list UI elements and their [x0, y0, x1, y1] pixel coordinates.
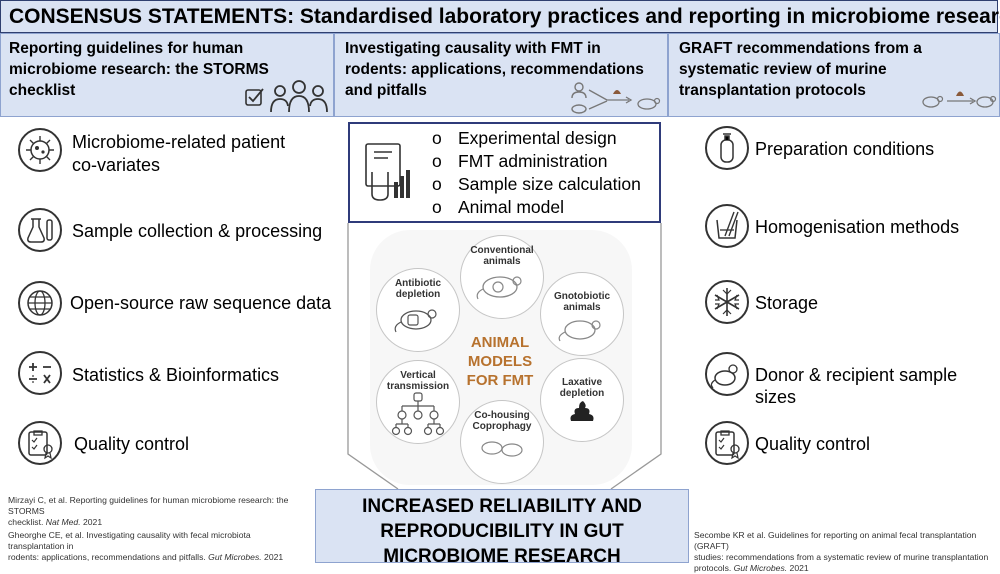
model-gnotobiotic-animals: Gnotobiotic animals	[540, 272, 624, 356]
bullet-2-label: FMT administration	[458, 151, 608, 171]
reference-line: rodents: applications, recommendations a…	[8, 552, 308, 563]
reference-year: 2021	[264, 552, 284, 562]
bullet-marker: o	[432, 174, 442, 194]
right-item-1-label: Preparation conditions	[755, 139, 935, 159]
model-conventional-animals: Conventional animals	[460, 235, 544, 319]
left-item-1-line2: co-variates	[72, 155, 161, 175]
bullet-marker: o	[432, 151, 442, 171]
lab-flask-icon	[18, 208, 62, 252]
right-item-2-label: Homogenisation methods	[755, 217, 960, 237]
title-bar: CONSENSUS STATEMENTS: Standardised labor…	[0, 0, 1000, 33]
math-operators-icon-graphic	[29, 363, 51, 384]
mouse-icon-graphic	[710, 364, 738, 389]
reference-storms: Mirzayi C, et al. Reporting guidelines f…	[8, 495, 308, 528]
reference-line: protocols. Gut Microbes. 2021	[694, 563, 998, 574]
certificate-clipboard-icon	[705, 421, 749, 465]
lab-flask-icon-graphic	[27, 218, 53, 243]
model-label: Conventional animals	[470, 245, 534, 267]
left-item-1-line1: Microbiome-related patient	[72, 132, 286, 152]
gas-cylinder-icon	[705, 126, 749, 170]
left-item-3-label: Open-source raw sequence data	[70, 293, 332, 313]
model-cohousing-coprophagy: Co-housing Coprophagy	[460, 400, 544, 484]
left-item-2-label: Sample collection & processing	[72, 221, 323, 241]
fmt-transfer-icon	[571, 82, 661, 114]
left-header-text: Reporting guidelines for human microbiom…	[9, 40, 269, 99]
globe-icon-graphic	[27, 290, 53, 316]
animal-models-center-label: ANIMAL MODELS FOR FMT	[466, 334, 534, 389]
reference-text: protocols.	[694, 563, 732, 573]
lab-report-icon	[365, 143, 410, 201]
model-label: Vertical transmission	[386, 370, 450, 392]
left-item-4-label: Statistics & Bioinformatics	[72, 365, 280, 385]
bullet-row-3: o Sample size calculation	[432, 174, 641, 195]
poop-icon	[570, 401, 594, 421]
reference-line: studies: recommendations from a systemat…	[694, 552, 989, 562]
microbe-icon	[18, 128, 62, 172]
mouse-icon	[394, 309, 437, 333]
microbe-icon-graphic	[26, 136, 54, 164]
model-label: Antibiotic depletion	[394, 278, 442, 300]
model-laxative-depletion: Laxative depletion	[540, 358, 624, 442]
right-column-header: GRAFT recommendations from a systematic …	[668, 33, 1000, 117]
mouse-icon	[476, 276, 522, 300]
reference-journal: Gut Microbes.	[733, 563, 788, 573]
reference-line: checklist. Nat Med. 2021	[8, 517, 308, 528]
left-column-header: Reporting guidelines for human microbiom…	[0, 33, 334, 117]
reference-line: Mirzayi C, et al. Reporting guidelines f…	[8, 495, 289, 516]
snowflake-icon-graphic	[714, 288, 740, 316]
right-item-4-line2: sizes	[755, 387, 797, 407]
mouse-icon	[558, 320, 601, 342]
bullet-1-label: Experimental design	[458, 128, 617, 148]
reference-journal: Nat Med.	[45, 517, 81, 527]
model-label: Laxative depletion	[559, 377, 605, 399]
bullet-marker: o	[432, 197, 442, 217]
snowflake-icon	[705, 280, 749, 324]
right-item-5-label: Quality control	[755, 434, 871, 454]
right-item-3-label: Storage	[755, 293, 819, 313]
reference-journal: Gut Microbes.	[208, 552, 262, 562]
reference-line: Gheorghe CE, et al. Investigating causal…	[8, 530, 251, 551]
math-operators-icon	[18, 351, 62, 395]
bullet-3-label: Sample size calculation	[458, 174, 641, 194]
bullet-marker: o	[432, 128, 442, 148]
bullet-row-2: o FMT administration	[432, 151, 607, 172]
reference-graft: Secombe KR et al. Guidelines for reporti…	[694, 530, 998, 574]
globe-icon	[18, 281, 62, 325]
center-header-text: Investigating causality with FMT in rode…	[345, 40, 644, 99]
reference-year: 2021	[789, 563, 809, 573]
model-vertical-transmission: Vertical transmission	[376, 360, 460, 444]
mouse-pair-icon	[481, 441, 523, 457]
reference-line: Secombe KR et al. Guidelines for reporti…	[694, 530, 977, 551]
homogeniser-beaker-icon-graphic	[716, 211, 739, 239]
reference-year: 2021	[83, 517, 103, 527]
model-antibiotic-depletion: Antibiotic depletion	[376, 268, 460, 352]
right-item-4-line1: Donor & recipient sample	[755, 365, 958, 385]
bullet-row-1: o Experimental design	[432, 128, 617, 149]
outcome-box: INCREASED RELIABILITY AND REPRODUCIBILIT…	[315, 489, 689, 567]
page-title: CONSENSUS STATEMENTS: Standardised labor…	[9, 5, 1000, 28]
gas-cylinder-icon-graphic	[720, 133, 734, 163]
homogeniser-beaker-icon	[705, 204, 749, 248]
group-people-icon	[270, 80, 328, 113]
mouse-transfer-icon	[922, 91, 997, 108]
left-item-5-label: Quality control	[74, 434, 190, 454]
bullet-4-label: Animal model	[458, 197, 565, 217]
model-label: Gnotobiotic animals	[553, 291, 611, 313]
certificate-clipboard-icon-graphic	[715, 430, 740, 460]
certificate-clipboard-icon	[18, 421, 62, 465]
mouse-icon	[705, 352, 749, 396]
reference-fmt: Gheorghe CE, et al. Investigating causal…	[8, 530, 308, 563]
checkbox-icon	[245, 88, 264, 106]
family-tree-icon	[391, 392, 445, 436]
outcome-text: INCREASED RELIABILITY AND REPRODUCIBILIT…	[362, 496, 642, 567]
model-label: Co-housing Coprophagy	[472, 410, 532, 432]
reference-text: checklist.	[8, 517, 44, 527]
certificate-clipboard-icon-graphic	[28, 430, 53, 460]
bullet-row-4: o Animal model	[432, 197, 564, 218]
reference-text: rodents: applications, recommendations a…	[8, 552, 206, 562]
right-header-text: GRAFT recommendations from a systematic …	[679, 40, 922, 99]
center-column-header: Investigating causality with FMT in rode…	[334, 33, 668, 117]
